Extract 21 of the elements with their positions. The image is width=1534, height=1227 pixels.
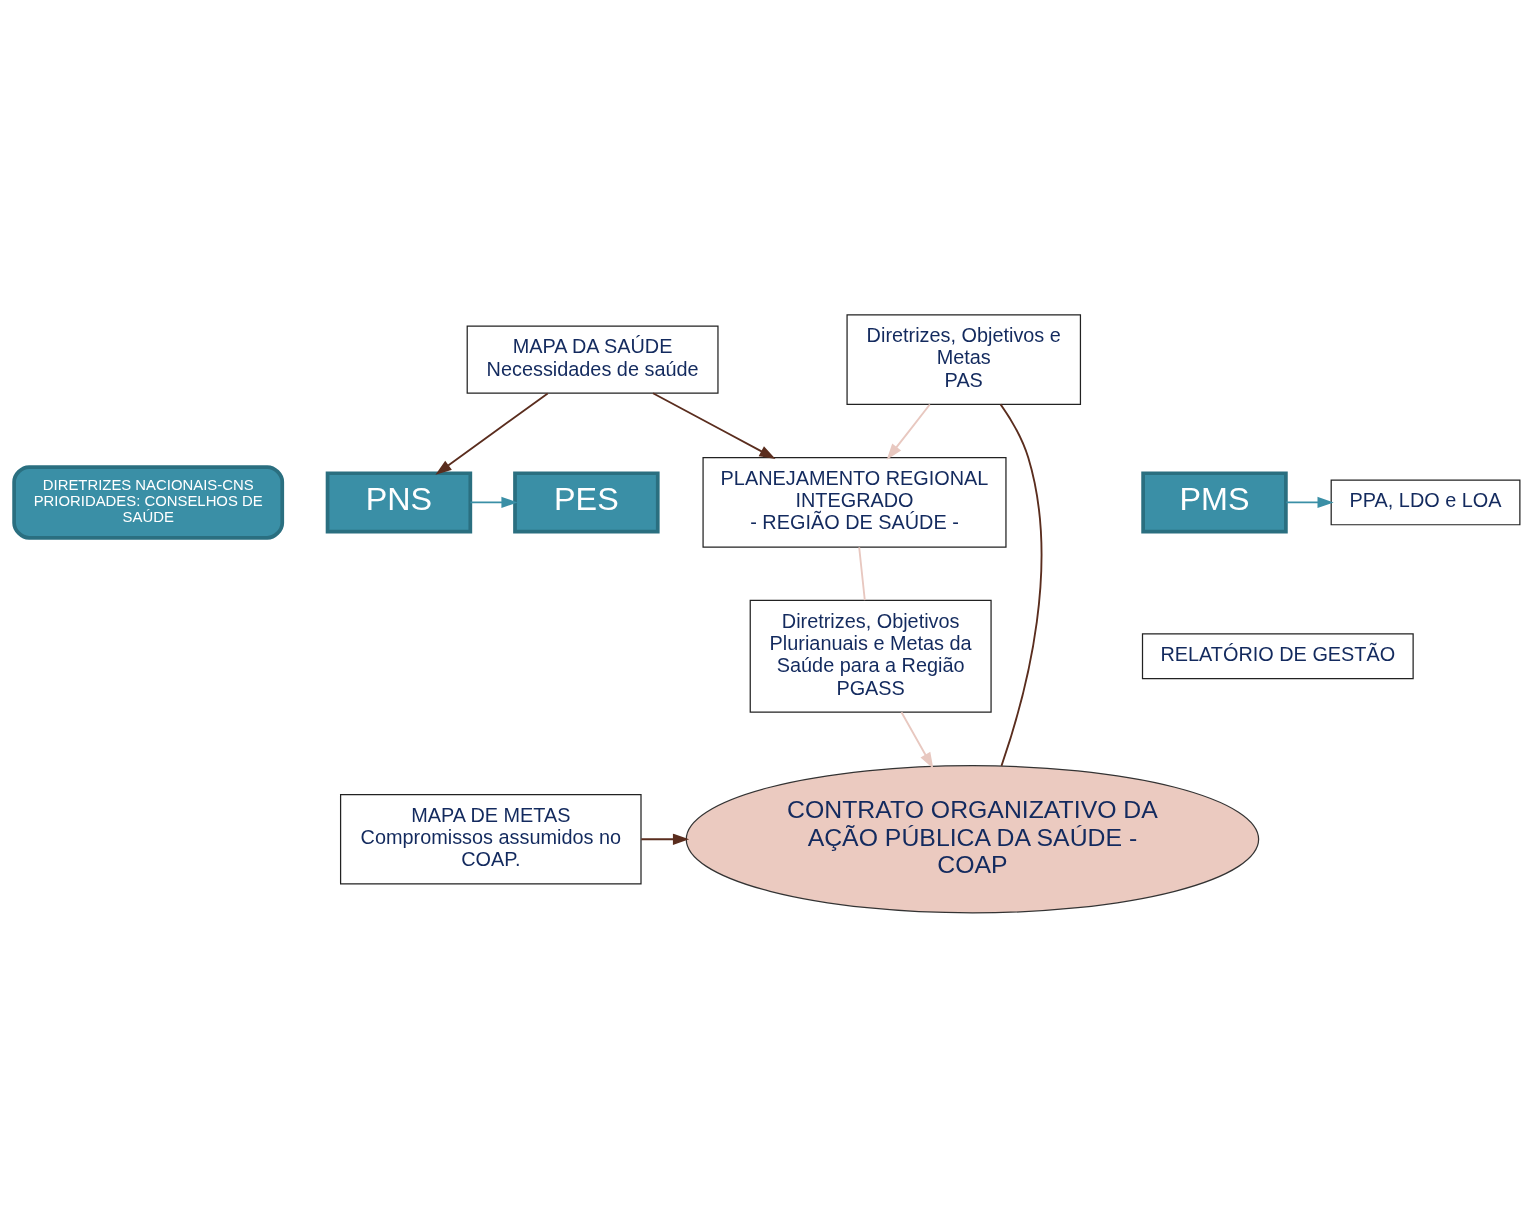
arrow — [640, 833, 690, 845]
node-box: RELATÓRIO DE GESTÃO — [1141, 632, 1414, 679]
node-box: PNS — [325, 470, 473, 533]
arrow — [652, 391, 776, 459]
arrow — [435, 392, 549, 475]
node-box: PPA, LDO e LOA — [1330, 478, 1521, 525]
arrow — [1285, 496, 1334, 508]
node-box: MAPA DA SAÚDE Necessidades de saúde — [466, 325, 719, 394]
arrow — [900, 710, 934, 769]
node-box: PLANEJAMENTO REGIONAL INTEGRADO - REGIÃO DE SAÚDE - — [702, 456, 1007, 548]
arrow — [886, 403, 931, 460]
connector — [858, 546, 866, 601]
node-box: DIRETRIZES NACIONAIS-CNS PRIORIDADES: CONSELHOS DE SAÚDE — [12, 464, 285, 540]
arrow — [469, 496, 518, 508]
node-ellipse: CONTRATO ORGANIZATIVO DA AÇÃO PÚBLICA DA SAÚDE - COAP — [685, 764, 1260, 913]
node-box: PMS — [1141, 470, 1288, 533]
node-box: Diretrizes, Objetivos Plurianuais e Metas da Saúde para a Região PGASS — [749, 599, 992, 713]
connector — [999, 402, 1043, 767]
node-box: PES — [513, 470, 660, 533]
node-box: MAPA DE METAS Compromissos assumidos no COAP. — [340, 793, 642, 885]
node-box: Diretrizes, Objetivos e Metas PAS — [846, 313, 1082, 405]
